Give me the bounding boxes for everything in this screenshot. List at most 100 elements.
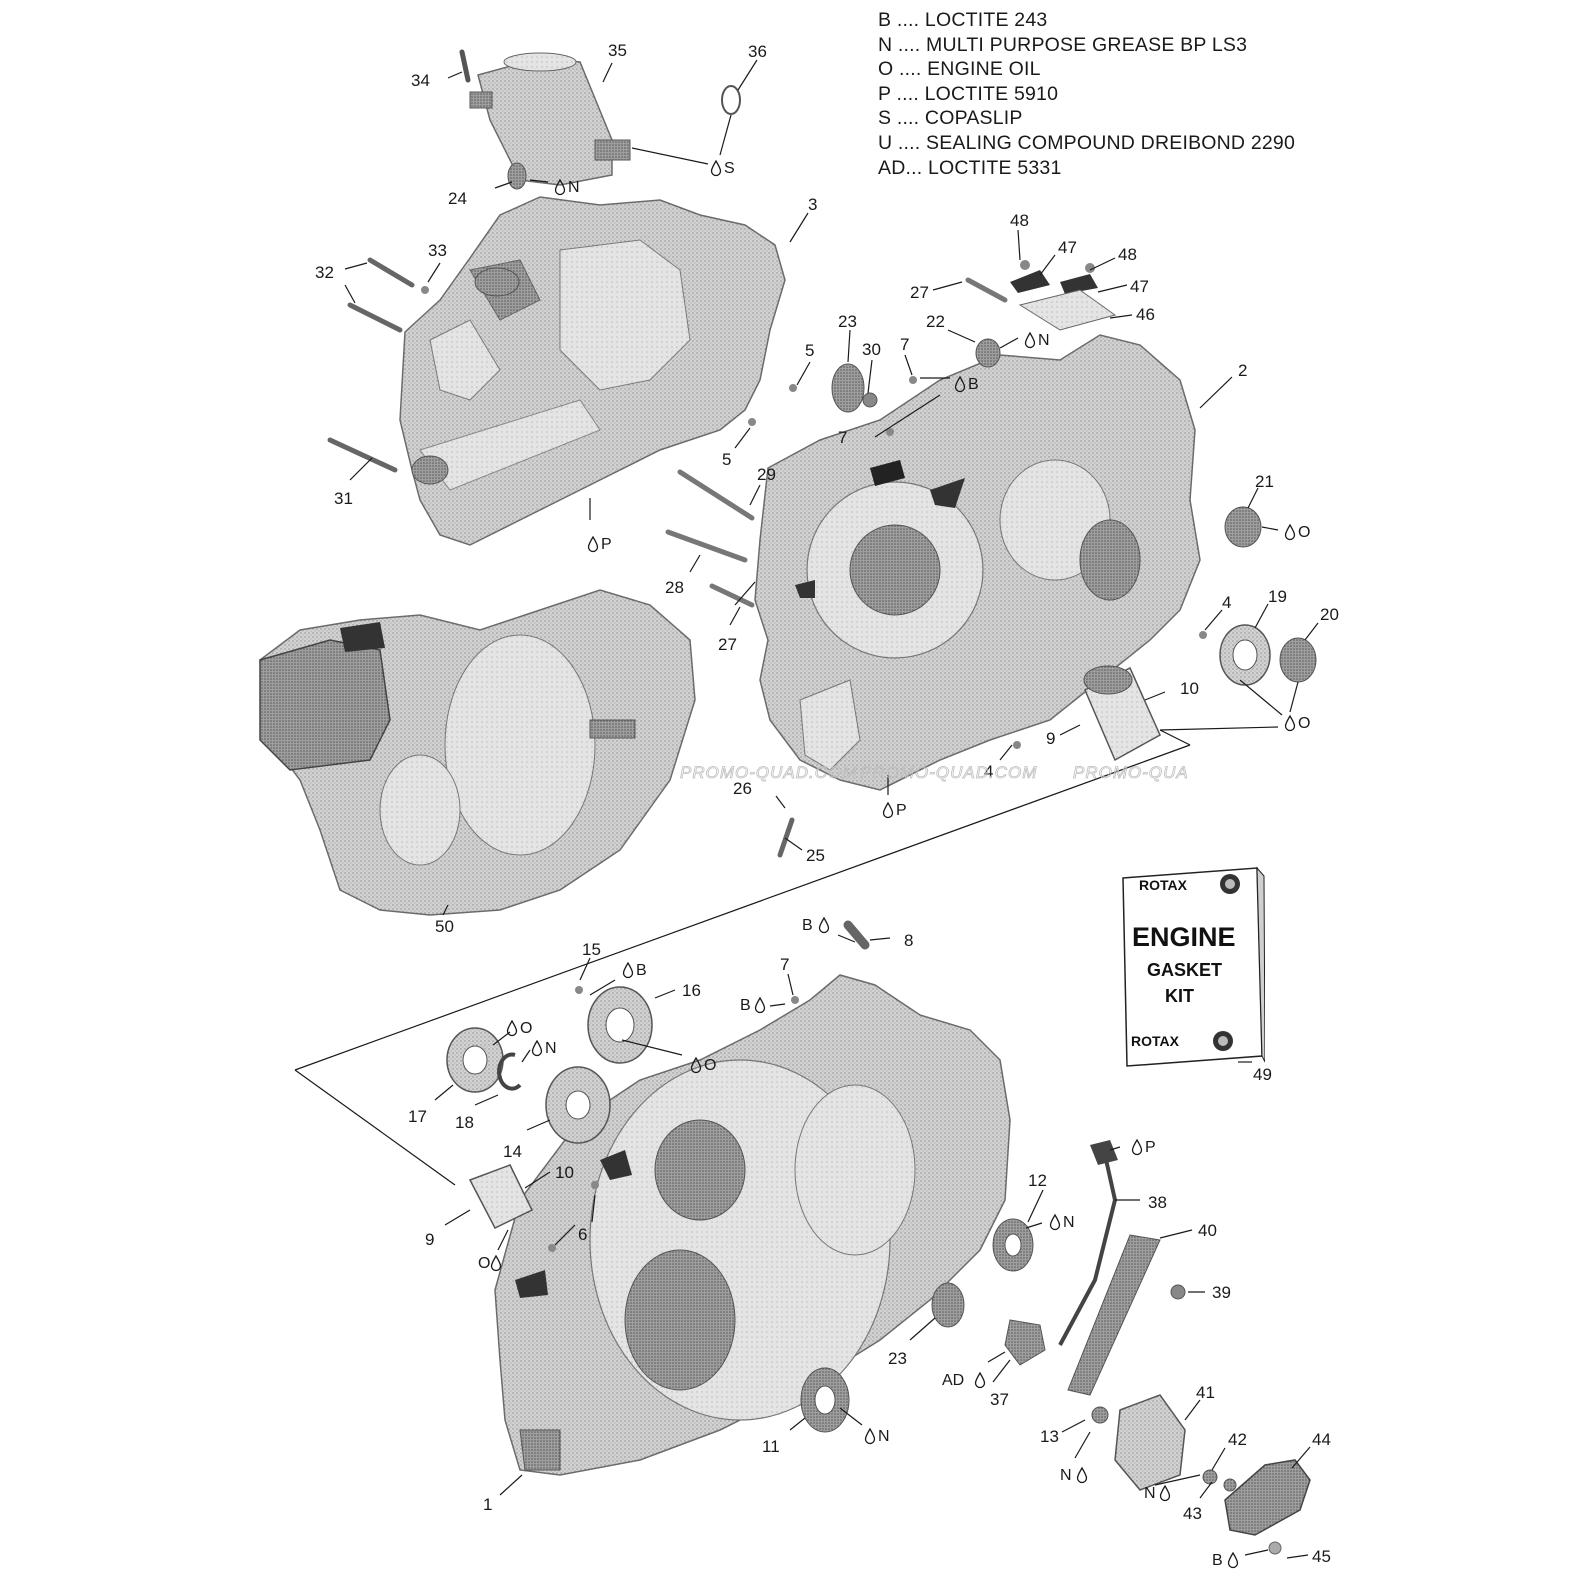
bushing — [468, 1164, 534, 1229]
legend-row: B .... LOCTITE 243 — [878, 8, 1295, 33]
callout-33: 33 — [428, 241, 447, 260]
starter-motor — [469, 52, 631, 186]
callout-38: 38 — [1148, 1193, 1167, 1212]
sensor-harness — [1058, 1154, 1118, 1346]
callout-41: 41 — [1196, 1383, 1215, 1402]
lubricant-markers: S N N B P O O P B B B O N O O N P AD N N… — [478, 160, 1310, 1569]
bolt — [677, 469, 755, 521]
callout-10b: 10 — [555, 1163, 574, 1182]
callout-8: 8 — [904, 931, 913, 950]
callout-26: 26 — [733, 779, 752, 798]
callout-30: 30 — [862, 340, 881, 359]
lube-p-mid: P — [896, 802, 907, 819]
legend-text: COPASLIP — [924, 107, 1023, 130]
legend-row: N .... MULTI PURPOSE GREASE BP LS3 — [878, 33, 1295, 58]
sensor — [1090, 1140, 1118, 1165]
lube-o-17: O — [520, 1020, 532, 1037]
bolt — [327, 437, 398, 473]
lube-b-8: B — [802, 917, 813, 934]
callout-4a: 4 — [1222, 593, 1231, 612]
bolt — [709, 583, 755, 608]
lube-n-24: N — [568, 179, 580, 196]
seal — [831, 363, 865, 413]
lube-b-45: B — [1212, 1552, 1223, 1569]
guide-plate — [1018, 289, 1117, 331]
guide — [1010, 270, 1050, 293]
dowel — [909, 376, 917, 384]
drive-gear — [1114, 1394, 1186, 1491]
lube-o-16: O — [704, 1057, 716, 1074]
legend-row: U .... SEALING COMPOUND DREIBOND 2290 — [878, 131, 1295, 156]
callout-14: 14 — [503, 1142, 522, 1161]
dowel — [1013, 741, 1021, 749]
legend-text: LOCTITE 5331 — [927, 156, 1062, 179]
callout-34: 34 — [411, 71, 430, 90]
legend-text: ENGINE OIL — [927, 58, 1041, 81]
screw — [459, 49, 471, 83]
screw — [1085, 263, 1095, 273]
bolt-head — [862, 392, 878, 408]
lube-ad: AD — [942, 1372, 964, 1389]
legend-row: S .... COPASLIP — [878, 106, 1295, 131]
callout-49: 49 — [1253, 1065, 1272, 1084]
crankcase-half-upper-left — [399, 196, 786, 546]
callout-48a: 48 — [1010, 211, 1029, 230]
dowel — [1199, 631, 1207, 639]
callout-40: 40 — [1198, 1221, 1217, 1240]
callout-1: 1 — [483, 1495, 492, 1514]
watermark-3: PROMO-QUA — [1073, 763, 1189, 782]
callout-28: 28 — [665, 578, 684, 597]
screw — [1268, 1541, 1282, 1555]
bolt — [965, 277, 1008, 303]
plug — [931, 1282, 965, 1328]
callout-42: 42 — [1228, 1430, 1247, 1449]
callout-18: 18 — [455, 1113, 474, 1132]
callout-19: 19 — [1268, 587, 1287, 606]
legend-code: O .... — [878, 58, 922, 81]
callout-4b: 4 — [984, 762, 993, 781]
callout-numbers: 34 35 36 24 3 32 33 31 5 23 30 7 22 27 4… — [315, 41, 1339, 1566]
legend-code: B .... — [878, 9, 920, 31]
dowel — [789, 384, 797, 392]
lube-s: S — [724, 160, 735, 177]
stud — [843, 920, 870, 950]
callout-23a: 23 — [838, 312, 857, 331]
lube-p-top: P — [601, 536, 612, 553]
callout-32: 32 — [315, 263, 334, 282]
oil-seal-inner — [814, 1385, 836, 1415]
lube-n-11: N — [878, 1428, 890, 1445]
legend-code: S .... — [878, 107, 920, 130]
dowel — [791, 996, 799, 1004]
bearing-inner — [565, 1090, 591, 1120]
callout-5b: 5 — [722, 450, 731, 469]
callout-21: 21 — [1255, 472, 1274, 491]
callout-9a: 9 — [1046, 729, 1055, 748]
legend-row: O .... ENGINE OIL — [878, 57, 1295, 82]
legend-text: LOCTITE 5910 — [924, 82, 1059, 105]
legend-row: P .... LOCTITE 5910 — [878, 82, 1295, 107]
lube-o-21: O — [1298, 524, 1310, 541]
legend-code: AD... — [878, 156, 923, 179]
crankcase-half-lower — [494, 974, 1011, 1476]
watermark-2: PROMO-QUAD.COM — [860, 763, 1037, 782]
bolt — [367, 257, 415, 288]
lube-p-38: P — [1145, 1139, 1156, 1156]
lube-o-19: O — [1298, 715, 1310, 732]
bolt-head — [1170, 1284, 1186, 1300]
bearing-inner — [462, 1045, 488, 1075]
legend-text: MULTI PURPOSE GREASE BP LS3 — [926, 33, 1248, 56]
legend-code: N .... — [878, 33, 921, 56]
legend-row: AD... LOCTITE 5331 — [878, 156, 1295, 181]
legend-text: LOCTITE 243 — [924, 9, 1048, 31]
oil-seal-inner — [1004, 1233, 1022, 1257]
oil-seal — [975, 338, 1001, 368]
callout-48b: 48 — [1118, 245, 1137, 264]
lubricant-legend: B .... LOCTITE 243 N .... MULTI PURPOSE … — [878, 8, 1295, 180]
lube-o-9: O — [478, 1255, 490, 1272]
lube-b-7b: B — [740, 997, 751, 1014]
engine-assembly — [259, 589, 696, 916]
callout-45: 45 — [1312, 1547, 1331, 1566]
callout-17: 17 — [408, 1107, 427, 1126]
dowel — [548, 1244, 556, 1252]
